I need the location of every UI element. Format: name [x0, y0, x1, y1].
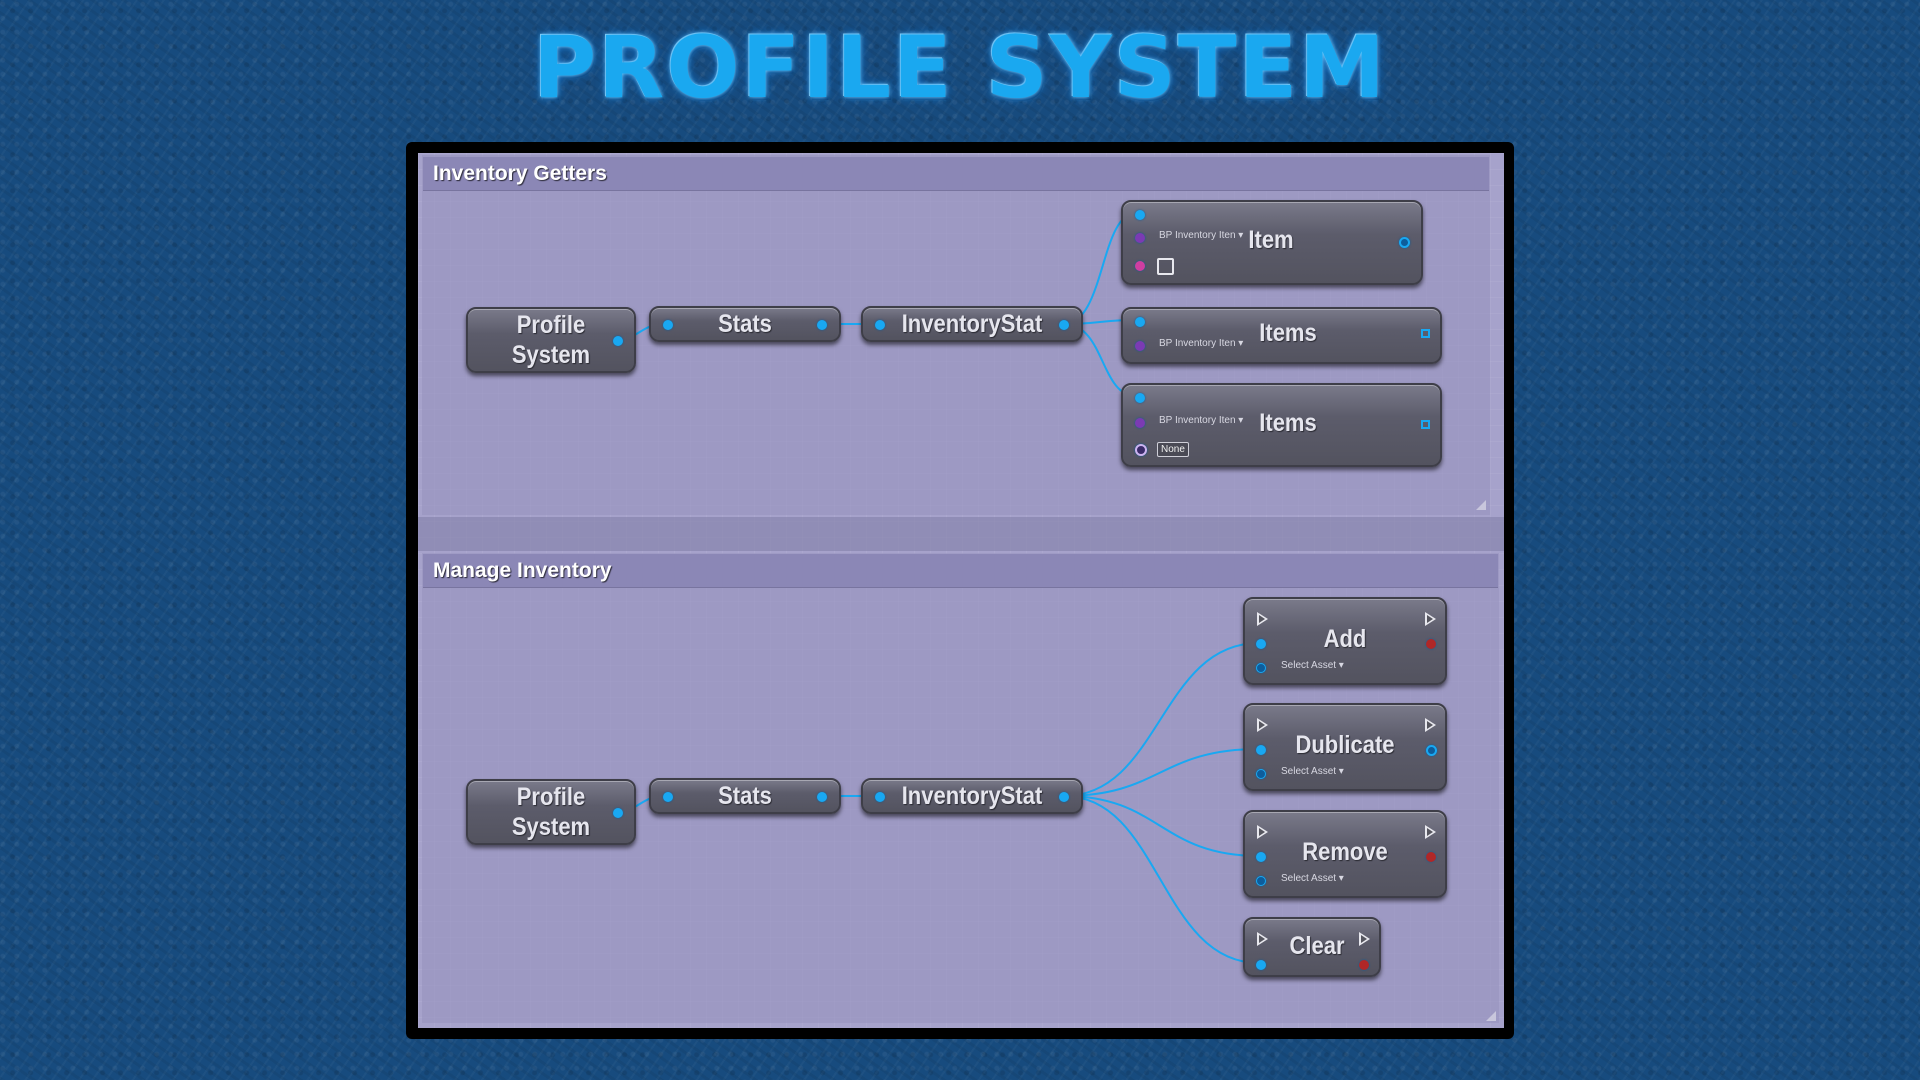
node-title-line1: Profile [516, 311, 586, 339]
clear-node[interactable]: Clear [1243, 917, 1381, 977]
dublicate-node[interactable]: Dublicate Select Asset ▾ [1243, 703, 1447, 791]
node-title: Items [1259, 409, 1317, 437]
output-pin[interactable] [613, 336, 623, 346]
output-pin[interactable] [817, 320, 827, 330]
output-pin[interactable] [1399, 237, 1410, 248]
target-pin[interactable] [1135, 393, 1145, 403]
bool-pin[interactable] [1135, 261, 1145, 271]
output-pin[interactable] [613, 808, 623, 818]
wire [1063, 748, 1260, 797]
class-select[interactable]: BP Inventory Iten ▾ [1159, 415, 1244, 426]
target-pin[interactable] [1135, 210, 1145, 220]
input-pin[interactable] [875, 320, 885, 330]
output-pin[interactable] [817, 792, 827, 802]
exec-out-icon[interactable] [1359, 932, 1370, 946]
output-pin[interactable] [1059, 320, 1069, 330]
asset-select[interactable]: Select Asset ▾ [1281, 660, 1344, 671]
node-title: Stats [718, 782, 772, 810]
node-title: Item [1248, 226, 1294, 254]
node-title: Items [1259, 319, 1317, 347]
exec-in-icon[interactable] [1257, 718, 1268, 732]
asset-pin[interactable] [1256, 876, 1266, 886]
comment-header-inventory-getters[interactable]: Inventory Getters [423, 157, 1489, 191]
comment-separator [418, 517, 1504, 551]
input-pin[interactable] [875, 792, 885, 802]
array-output-icon[interactable] [1421, 420, 1430, 429]
class-select[interactable]: BP Inventory Iten ▾ [1159, 338, 1244, 349]
stats-node[interactable]: Stats [649, 778, 841, 814]
add-node[interactable]: Add Select Asset ▾ [1243, 597, 1447, 685]
target-pin[interactable] [1256, 852, 1266, 862]
input-pin[interactable] [663, 320, 673, 330]
output-pin[interactable] [1426, 745, 1437, 756]
class-pin[interactable] [1135, 233, 1145, 243]
inventory-stat-node[interactable]: InventoryStat [861, 306, 1083, 342]
get-items-node[interactable]: BP Inventory Iten ▾ Items None [1121, 383, 1442, 467]
node-title: InventoryStat [901, 782, 1043, 810]
profile-system-node[interactable]: Profile System [466, 307, 636, 373]
wire [1063, 642, 1260, 797]
asset-pin[interactable] [1256, 663, 1266, 673]
exec-out-icon[interactable] [1425, 612, 1436, 626]
resize-handle-icon[interactable] [1486, 1011, 1496, 1021]
target-pin[interactable] [1256, 960, 1266, 970]
page-title: PROFILE SYSTEM [533, 18, 1387, 118]
node-title: Clear [1289, 932, 1345, 960]
exec-in-icon[interactable] [1257, 612, 1268, 626]
wire [1063, 795, 1260, 964]
resize-handle-icon[interactable] [1476, 500, 1486, 510]
exec-in-icon[interactable] [1257, 825, 1268, 839]
class-select[interactable]: BP Inventory Iten ▾ [1159, 230, 1244, 241]
input-pin[interactable] [663, 792, 673, 802]
inventory-stat-node[interactable]: InventoryStat [861, 778, 1083, 814]
get-item-node[interactable]: BP Inventory Iten ▾ Item [1121, 200, 1423, 285]
output-pin[interactable] [1359, 960, 1369, 970]
exec-out-icon[interactable] [1425, 718, 1436, 732]
stats-node[interactable]: Stats [649, 306, 841, 342]
node-title-line1: Profile [516, 783, 586, 811]
class-pin[interactable] [1135, 341, 1145, 351]
comment-header-manage-inventory[interactable]: Manage Inventory [423, 554, 1498, 588]
exec-in-icon[interactable] [1257, 932, 1268, 946]
node-title: Stats [718, 310, 772, 338]
target-pin[interactable] [1135, 317, 1145, 327]
profile-system-node[interactable]: Profile System [466, 779, 636, 845]
output-pin[interactable] [1426, 852, 1436, 862]
class-pin[interactable] [1135, 418, 1145, 428]
output-pin[interactable] [1059, 792, 1069, 802]
node-title: Add [1323, 625, 1367, 653]
wire [1063, 795, 1260, 857]
node-title: InventoryStat [901, 310, 1043, 338]
target-pin[interactable] [1256, 745, 1266, 755]
checkbox[interactable] [1157, 258, 1174, 275]
output-pin[interactable] [1426, 639, 1436, 649]
asset-pin[interactable] [1256, 769, 1266, 779]
asset-select[interactable]: Select Asset ▾ [1281, 766, 1344, 777]
input-value-field[interactable]: None [1157, 442, 1189, 457]
target-pin[interactable] [1256, 639, 1266, 649]
node-title-line2: System [511, 813, 591, 841]
get-items-node[interactable]: BP Inventory Iten ▾ Items [1121, 307, 1442, 364]
node-title: Remove [1302, 838, 1388, 866]
asset-select[interactable]: Select Asset ▾ [1281, 873, 1344, 884]
array-output-icon[interactable] [1421, 329, 1430, 338]
remove-node[interactable]: Remove Select Asset ▾ [1243, 810, 1447, 898]
node-title: Dublicate [1295, 731, 1395, 759]
node-title-line2: System [511, 341, 591, 369]
input-pin[interactable] [1135, 444, 1147, 456]
exec-out-icon[interactable] [1425, 825, 1436, 839]
